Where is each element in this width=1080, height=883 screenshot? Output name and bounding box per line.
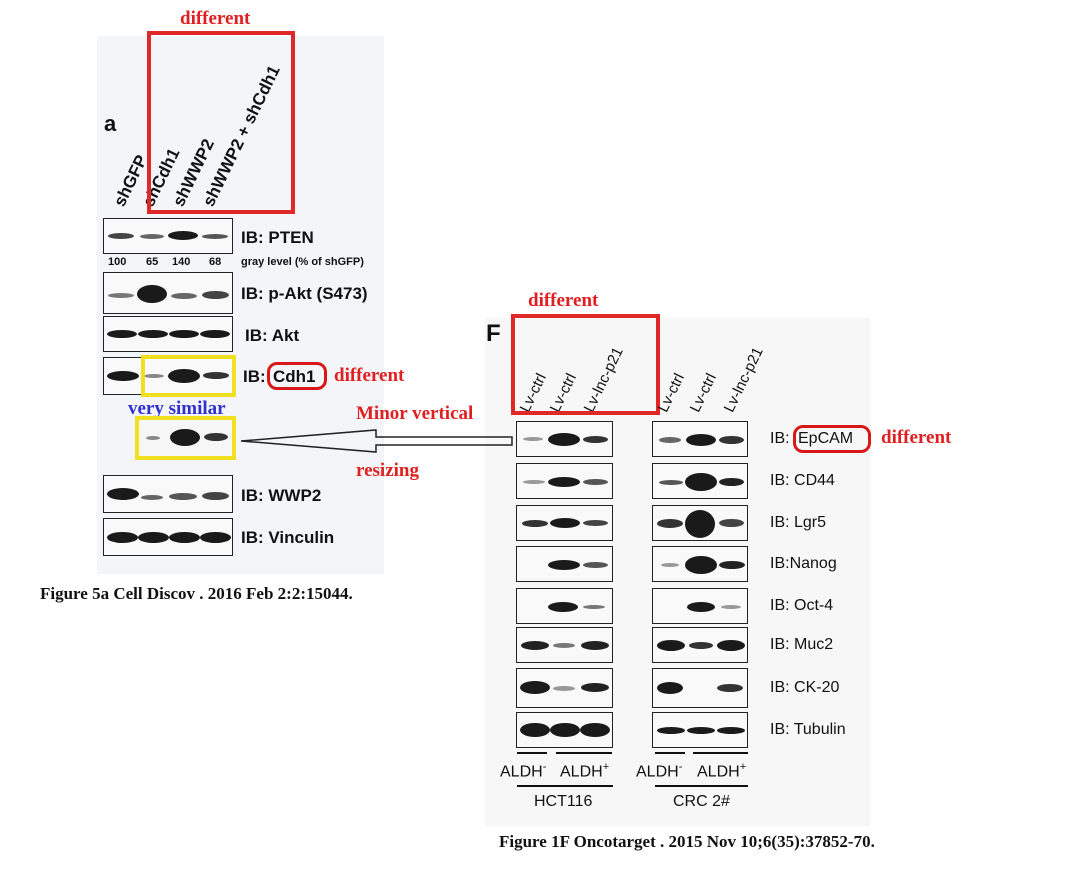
blot-lgr5-crc2 — [652, 505, 748, 541]
label-ib-muc2: IB: Muc2 — [770, 636, 834, 653]
arrow-icon — [240, 429, 513, 453]
annotation-different-f: different — [528, 290, 599, 311]
label-hct116-aldh-pos: ALDH+ — [560, 761, 610, 781]
blot-muc2-hct116 — [516, 627, 613, 663]
label-ib-epcam: EpCAM — [798, 430, 854, 447]
label-ib-pten: IB: PTEN — [241, 228, 314, 247]
highlight-cdh1-label — [267, 362, 327, 390]
gray-level-140: 140 — [172, 256, 191, 268]
caption-figure-5a: Figure 5a Cell Discov . 2016 Feb 2:2:150… — [40, 584, 353, 603]
blot-vinculin — [103, 518, 233, 556]
blot-epcam-hct116 — [516, 421, 613, 457]
blot-oct4-hct116 — [516, 588, 613, 624]
blot-cd44-crc2 — [652, 463, 748, 499]
highlight-cdh1-lanes — [141, 355, 236, 397]
label-ib-ck20: IB: CK-20 — [770, 679, 840, 696]
blot-cdh1 — [103, 357, 233, 395]
highlight-left-lane-labels — [147, 31, 295, 214]
caption-figure-1f: Figure 1F Oncotarget . 2015 Nov 10;6(35)… — [499, 832, 875, 851]
highlight-cdh1-resized — [135, 416, 236, 460]
blot-wwp2 — [103, 475, 233, 513]
annotation-different-top: different — [180, 8, 251, 29]
bracket-hct116-aldh-pos — [556, 752, 612, 754]
bracket-hct116-aldh-neg — [517, 752, 547, 754]
label-ib-prefix-epcam: IB: — [770, 430, 790, 447]
blot-nanog-crc2 — [652, 546, 748, 582]
label-cell-line-crc2: CRC 2# — [673, 793, 730, 810]
gray-level-68: 68 — [209, 256, 222, 268]
bracket-crc2-aldh-neg — [655, 752, 685, 754]
label-cell-line-hct116: HCT116 — [534, 793, 593, 810]
blot-cdh1-resized — [138, 419, 234, 457]
label-ib-vinculin: IB: Vinculin — [241, 528, 335, 547]
panel-letter-f: F — [486, 320, 501, 347]
label-ib-tubulin: IB: Tubulin — [770, 721, 846, 738]
label-ib-oct4: IB: Oct-4 — [770, 597, 834, 614]
label-crc2-aldh-neg: ALDH- — [636, 761, 683, 781]
blot-tubulin-hct116 — [516, 712, 613, 748]
label-ib-nanog: IB:Nanog — [770, 555, 837, 572]
label-crc2-aldh-pos: ALDH+ — [697, 761, 747, 781]
annotation-resizing: resizing — [356, 460, 419, 481]
bracket-crc2 — [655, 785, 748, 787]
gray-level-65: 65 — [146, 256, 159, 268]
highlight-right-lane-labels — [511, 314, 660, 415]
label-ib-akt: IB: Akt — [245, 326, 300, 345]
blot-oct4-crc2 — [652, 588, 748, 624]
bracket-hct116 — [517, 785, 613, 787]
blot-akt — [103, 316, 233, 352]
blot-tubulin-crc2 — [652, 712, 748, 748]
label-hct116-aldh-neg: ALDH- — [500, 761, 547, 781]
label-ib-p-akt: IB: p-Akt (S473) — [241, 284, 368, 303]
label-ib-cdh1: Cdh1 — [273, 367, 316, 386]
blot-epcam-crc2 — [652, 421, 748, 457]
bracket-crc2-aldh-pos — [693, 752, 748, 754]
blot-ck20-hct116 — [516, 668, 613, 708]
annotation-minor-vertical: Minor vertical — [356, 403, 474, 424]
panel-letter-a: a — [104, 111, 117, 136]
gray-level-100: 100 — [108, 256, 127, 268]
label-ib-prefix-cdh1: IB: — [243, 367, 266, 386]
label-ib-wwp2: IB: WWP2 — [241, 486, 322, 505]
label-ib-lgr5: IB: Lgr5 — [770, 514, 827, 531]
blot-muc2-crc2 — [652, 627, 748, 663]
blot-pten — [103, 218, 233, 254]
label-ib-cd44: IB: CD44 — [770, 472, 835, 489]
annotation-very-similar: very similar — [128, 398, 226, 419]
annotation-different-cdh1: different — [334, 365, 405, 386]
blot-nanog-hct116 — [516, 546, 613, 582]
gray-level-caption: gray level (% of shGFP) — [241, 256, 364, 268]
blot-p-akt — [103, 272, 233, 314]
annotation-different-epcam: different — [881, 427, 952, 448]
blot-lgr5-hct116 — [516, 505, 613, 541]
blot-cd44-hct116 — [516, 463, 613, 499]
highlight-epcam-label — [793, 425, 871, 453]
blot-ck20-crc2 — [652, 668, 748, 708]
